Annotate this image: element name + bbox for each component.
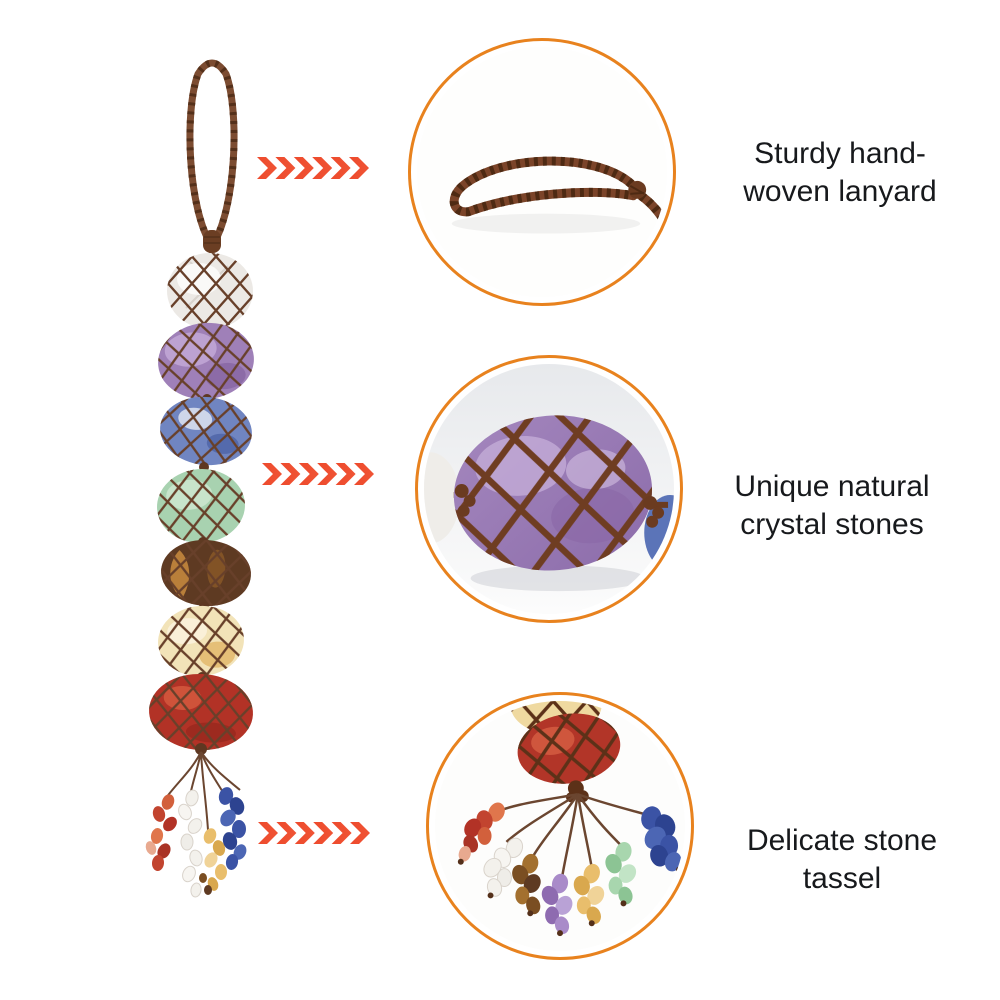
feature-label-lanyard-line1: Sturdy hand-	[754, 137, 926, 170]
stone-tiger-eye	[161, 539, 251, 607]
stone-red-carnelian	[149, 673, 253, 751]
tassel-blue-chips	[218, 787, 247, 870]
arrow-chevrons-to-lanyard-callout	[257, 157, 369, 179]
rope-knots	[454, 484, 665, 528]
callout-circle-tassel	[426, 692, 694, 960]
chips-clear	[483, 837, 524, 897]
chips-tiger-eye	[512, 853, 541, 915]
callout-circle-lanyard	[408, 38, 676, 306]
chips-red	[458, 802, 505, 862]
stone-sodalite-lapis	[160, 396, 252, 466]
amethyst-stone	[453, 415, 653, 571]
feature-label-stones: Unique natural crystal stones	[682, 468, 982, 544]
chips-green	[605, 841, 637, 905]
braided-lanyard-closeup-photo	[417, 47, 667, 297]
red-carnelian-stone	[517, 713, 621, 784]
feature-label-stones-line2: crystal stones	[740, 508, 924, 541]
stone-amethyst	[158, 322, 254, 400]
feature-label-tassel-line1: Delicate stone	[746, 824, 938, 857]
stone-clear-quartz	[167, 253, 253, 329]
feature-label-lanyard-line2: woven lanyard	[743, 175, 937, 208]
tassel-clear-chips	[178, 789, 203, 898]
product-photo-chakra-ornament	[145, 59, 254, 898]
hanging-lanyard-loop	[186, 59, 238, 253]
stone-chip-tassel	[145, 751, 247, 898]
strand-end-knots	[457, 858, 683, 937]
netted-amethyst-closeup-photo	[424, 364, 674, 614]
feature-label-stones-line1: Unique natural	[734, 470, 930, 503]
arrow-chevrons-to-tassel-callout	[258, 822, 370, 844]
callout-circle-crystal-stones	[415, 355, 683, 623]
arrow-chevrons-to-stones-callout	[262, 463, 374, 485]
stone-green-aventurine	[157, 468, 245, 544]
stone-yellow-aventurine	[158, 605, 244, 677]
tassel-red-chips	[145, 794, 177, 871]
feature-label-tassel: Delicate stone tassel	[692, 822, 992, 898]
tassel-brown-chips	[199, 873, 212, 895]
chips-lapis	[641, 806, 682, 872]
chips-yellow	[573, 863, 605, 925]
tassel-yellow-chips	[203, 828, 227, 891]
feature-label-tassel-line2: tassel	[802, 862, 882, 895]
feature-label-lanyard: Sturdy hand- woven lanyard	[690, 135, 990, 211]
chips-amethyst	[541, 873, 573, 935]
stone-chip-tassel-closeup-photo	[435, 701, 685, 951]
